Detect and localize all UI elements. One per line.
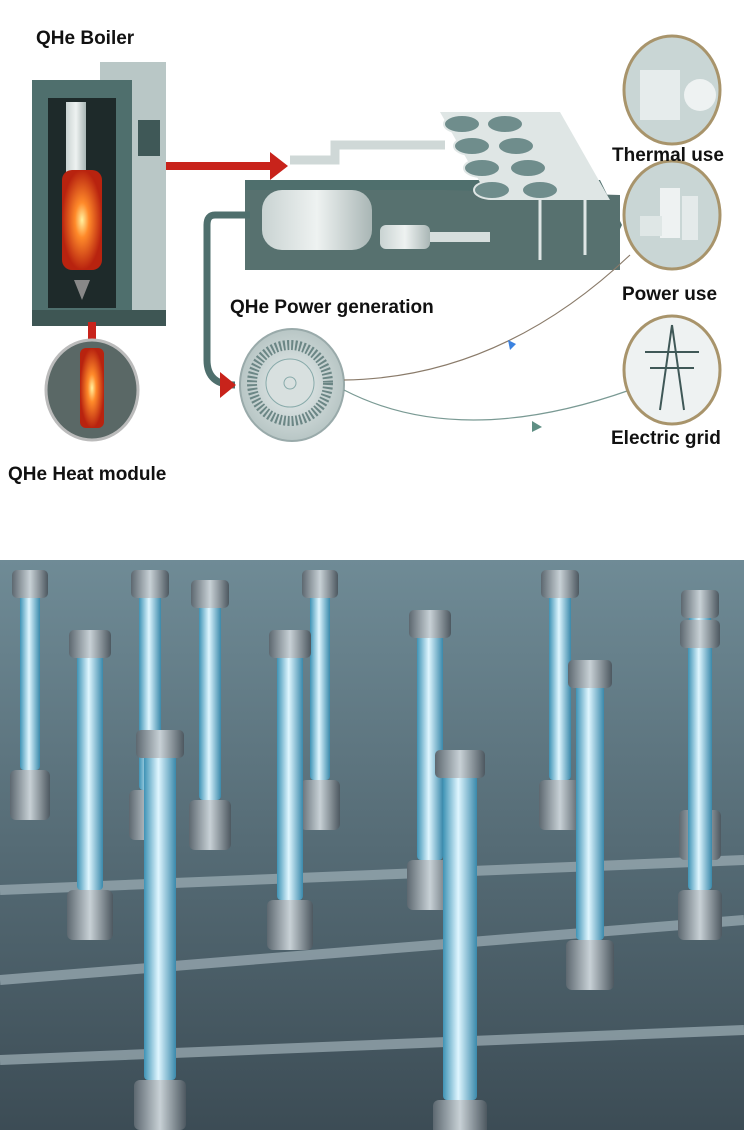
system-diagram (32, 34, 722, 442)
thermal-use-icon (622, 34, 722, 146)
glowing-tube (678, 620, 722, 940)
boiler-illustration (32, 62, 166, 326)
glowing-tube (67, 630, 113, 940)
glowing-tube (407, 610, 453, 910)
glowing-tube (300, 570, 340, 830)
heat-module-label: QHe Heat module (8, 464, 167, 485)
boiler-label: QHe Boiler (36, 28, 135, 49)
pipe (203, 211, 250, 389)
glowing-tube (566, 660, 614, 990)
glowing-tube (189, 580, 231, 850)
glowing-tube (10, 570, 50, 820)
power-use-line (343, 254, 631, 381)
orc-unit-illustration (245, 112, 622, 270)
glowing-tube (433, 750, 487, 1130)
heat-flow-arrow (166, 152, 288, 180)
grid-line (343, 389, 631, 421)
power-use-label: Power use (622, 284, 718, 305)
power-use-icon (622, 159, 722, 271)
generator-illustration (239, 328, 345, 442)
power-generation-label: QHe Power generation (230, 297, 434, 318)
thermal-use-label: Thermal use (612, 145, 724, 166)
electric-grid-label: Electric grid (611, 428, 721, 449)
glowing-tube (539, 570, 581, 830)
heat-module-illustration (44, 338, 140, 442)
glowing-tube-array-photo (0, 560, 744, 1130)
flow-arrowhead (220, 372, 236, 398)
glowing-tube (134, 730, 186, 1130)
glowing-tube (267, 630, 313, 950)
electric-grid-icon (622, 314, 722, 426)
